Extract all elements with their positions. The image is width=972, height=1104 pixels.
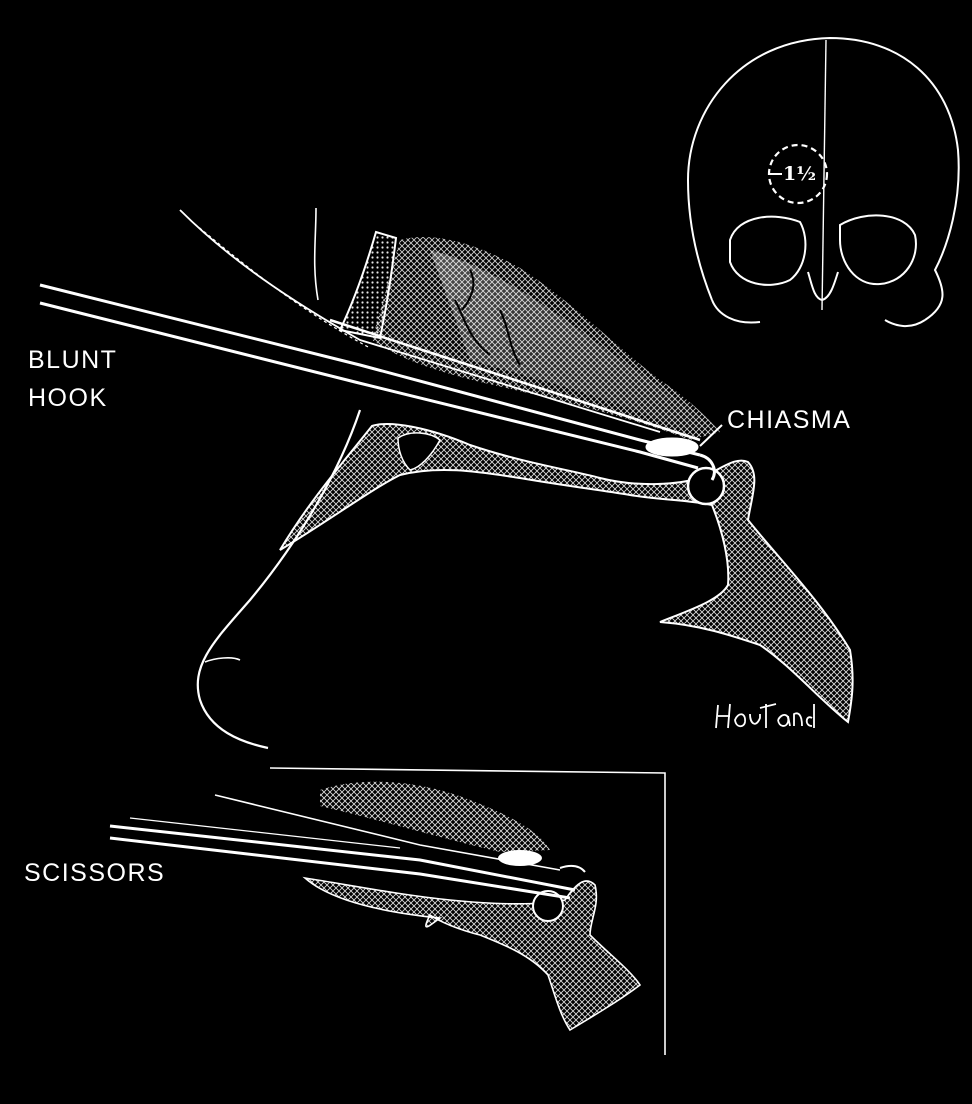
burr-hole-fraction: 1½ bbox=[783, 156, 813, 192]
forehead-line bbox=[315, 208, 318, 300]
sella-turcica bbox=[688, 468, 724, 504]
inset-bone bbox=[305, 878, 640, 1030]
skull-orbit-right bbox=[840, 215, 916, 284]
skull-frontal-view bbox=[688, 38, 959, 326]
nostril bbox=[205, 658, 240, 662]
label-scissors: SCISSORS bbox=[24, 857, 165, 890]
label-hook: HOOK bbox=[28, 382, 108, 415]
nose-profile bbox=[198, 410, 360, 748]
inset-brain bbox=[320, 782, 550, 852]
nasal-septum-bone bbox=[280, 424, 853, 722]
label-chiasma: CHIASMA bbox=[727, 404, 851, 437]
artist-signature bbox=[716, 704, 814, 728]
skull-jaw-right bbox=[885, 320, 925, 326]
scissors-inset bbox=[110, 768, 665, 1055]
skull-jaw-left bbox=[712, 300, 760, 323]
main-sagittal-view bbox=[40, 208, 853, 748]
skull-midline bbox=[822, 40, 826, 310]
skull-orbit-left bbox=[730, 217, 805, 285]
label-blunt: BLUNT bbox=[28, 344, 117, 377]
